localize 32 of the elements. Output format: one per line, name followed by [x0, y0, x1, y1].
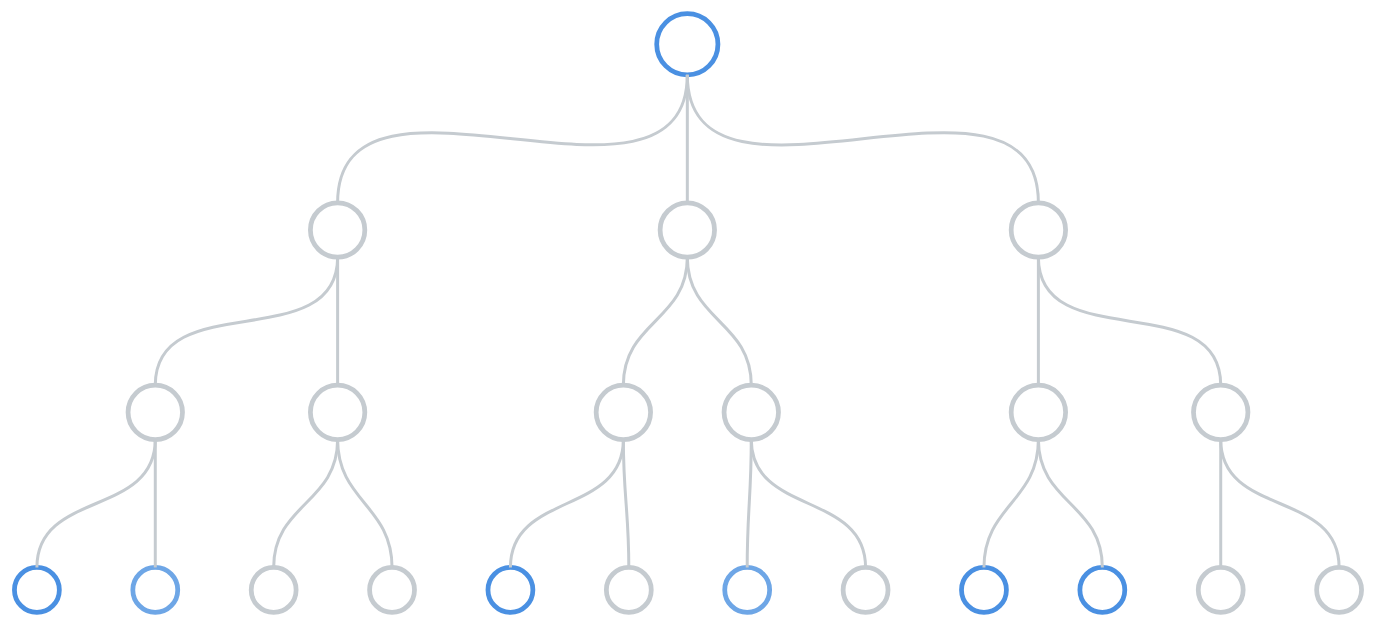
connector: [35, 439, 157, 568]
node-circle: [308, 200, 368, 260]
connector: [1219, 439, 1341, 568]
node-circle: [130, 565, 181, 615]
node-circle: [1008, 382, 1068, 442]
node-circle: [1191, 382, 1251, 442]
node-circle: [840, 565, 891, 615]
node-circle: [959, 565, 1009, 615]
node-circle: [654, 11, 721, 78]
node-circle: [367, 565, 417, 615]
node-circle: [485, 565, 536, 615]
node-circle: [722, 565, 772, 615]
node-circle: [1314, 565, 1364, 615]
connector: [336, 257, 340, 386]
connector: [153, 439, 157, 568]
node-circle: [1077, 565, 1128, 615]
node-circle: [657, 200, 717, 260]
connector: [336, 439, 394, 568]
node-circle: [248, 565, 299, 615]
connector: [685, 74, 1040, 204]
node-circle: [1008, 200, 1068, 260]
node-circle: [1195, 565, 1246, 615]
connector: [1036, 439, 1104, 568]
connector: [749, 439, 868, 568]
node-circle: [125, 382, 185, 442]
node-circle: [12, 565, 62, 615]
node-circle: [593, 382, 653, 442]
node-circle: [604, 565, 654, 615]
connector: [685, 257, 753, 386]
node-circle: [721, 382, 781, 442]
node-circle: [308, 382, 368, 442]
connector: [621, 439, 631, 568]
